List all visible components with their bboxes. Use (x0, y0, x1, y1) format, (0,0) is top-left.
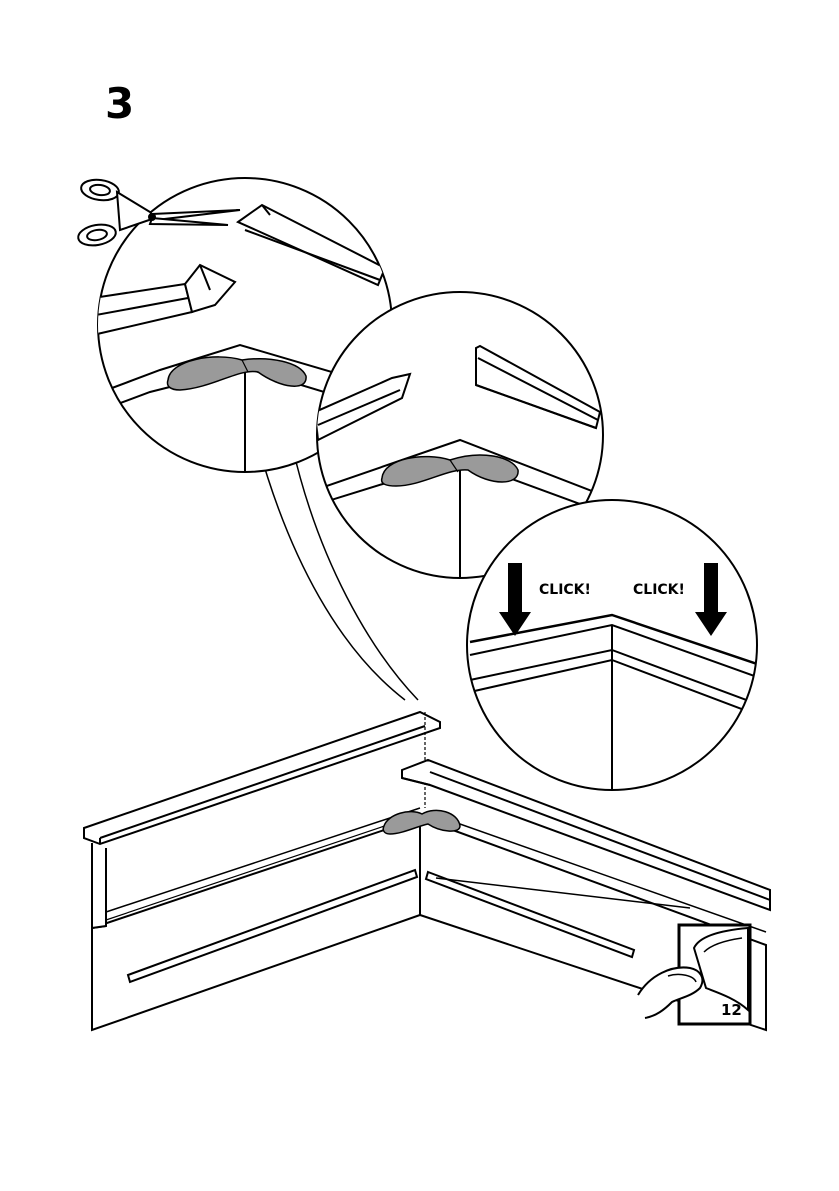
page-number: 12 (721, 1001, 742, 1019)
click-label-left: CLICK! (539, 582, 591, 598)
detail-circle-click: CLICK! CLICK! (467, 500, 760, 790)
click-label-right: CLICK! (633, 582, 685, 598)
